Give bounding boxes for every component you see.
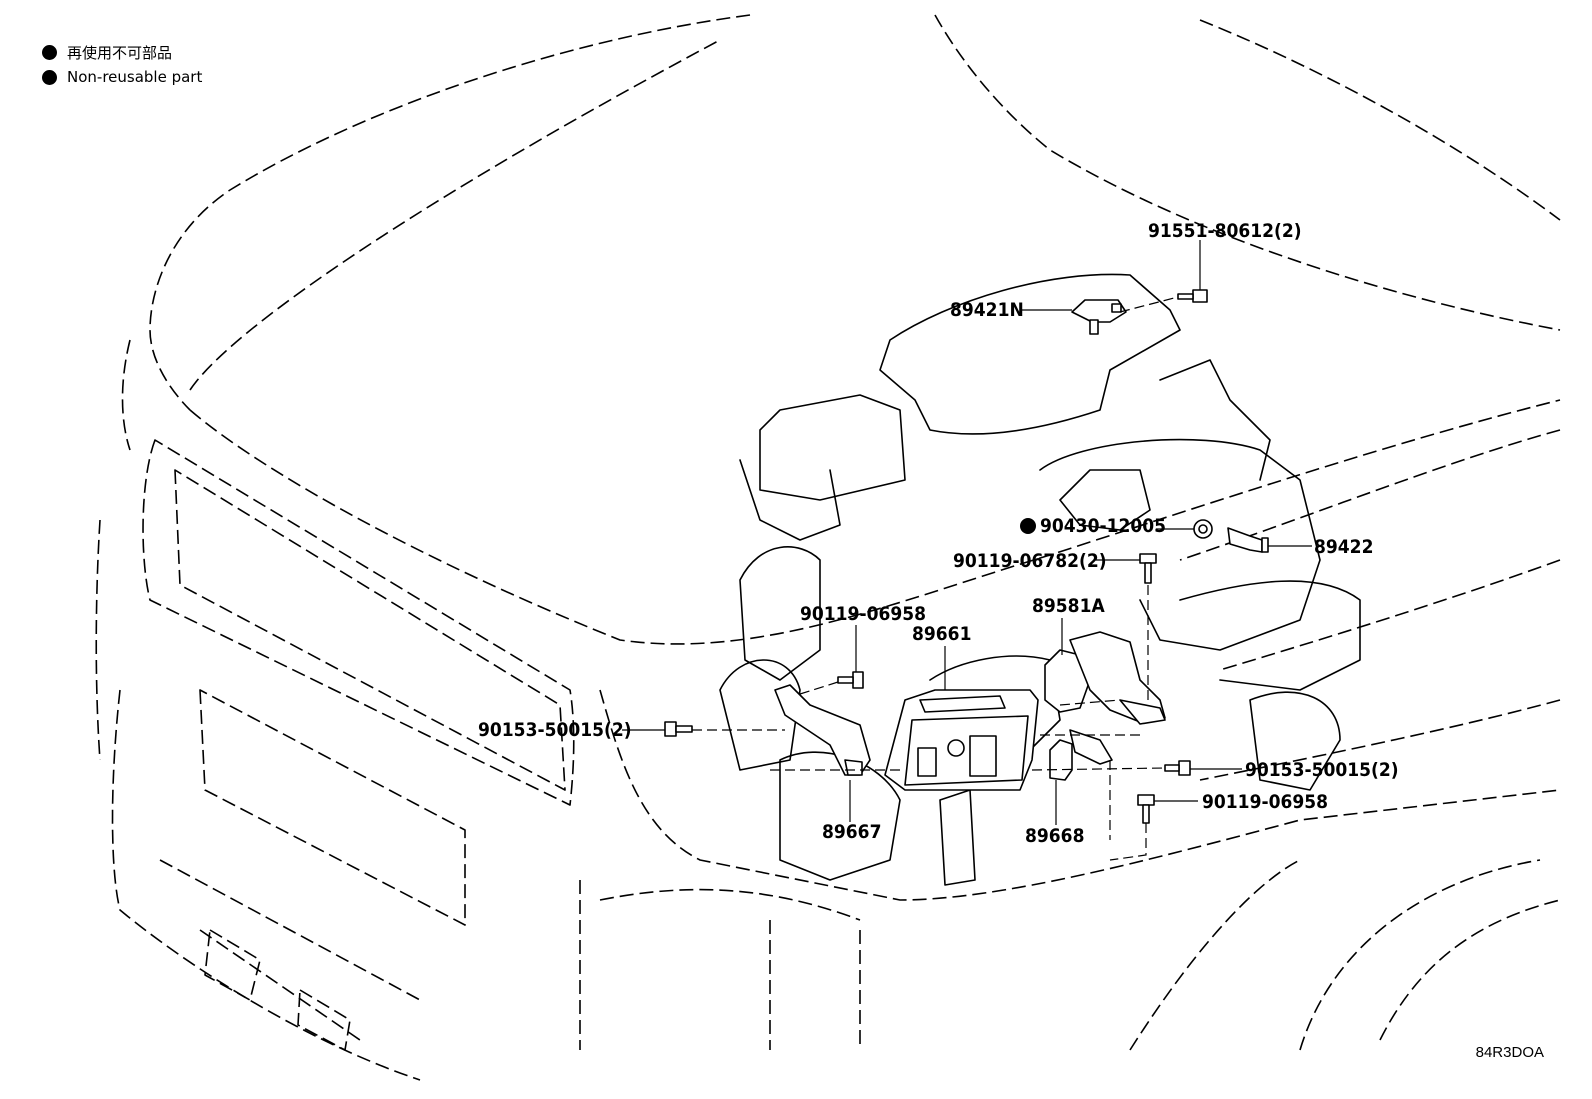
part-89661-ecu-icon (884, 689, 1039, 791)
label-90430-12005: 90430-12005 (1040, 515, 1166, 537)
part-89581a-icon (1044, 631, 1166, 725)
non-reusable-marker-icon (1020, 518, 1036, 534)
vehicle-body-outline (95, 14, 1561, 1081)
bolt-91551-icon (1177, 289, 1208, 303)
label-89422: 89422 (1314, 536, 1373, 558)
label-91551-80612: 91551-80612(2) (1148, 220, 1302, 242)
bolt-90119-06782-icon (1139, 553, 1157, 584)
part-89667-bracket-icon (774, 684, 871, 776)
label-89661: 89661 (912, 623, 971, 645)
bolt-90153-right-icon (1164, 760, 1191, 776)
label-90119-06782: 90119-06782(2) (953, 550, 1107, 572)
bolt-90153-left-icon (664, 721, 693, 737)
non-reusable-marker-icon (42, 69, 57, 85)
legend-label-jp: 再使用不可部品 (67, 44, 173, 62)
leader-lines (622, 240, 1312, 825)
part-labels: 91551-80612(2) 89421N 90430-12005 89422 … (478, 220, 1399, 847)
assembly-lines (692, 296, 1179, 861)
label-89667: 89667 (822, 821, 881, 843)
label-90153-50015-left: 90153-50015(2) (478, 719, 632, 741)
label-90119-06958-lower: 90119-06958 (1202, 791, 1328, 813)
label-89421n: 89421N (950, 299, 1024, 321)
legend-item-jp: 再使用不可部品 (42, 42, 172, 63)
illustration-code: 84R3DOA (1475, 1044, 1544, 1061)
washer-90430-icon (1193, 519, 1213, 539)
part-89668-bracket-icon (1049, 729, 1113, 781)
legend-label-en: Non-reusable part (67, 68, 203, 86)
label-89581a: 89581A (1032, 595, 1105, 617)
part-89422-icon (1227, 527, 1269, 553)
non-reusable-marker-icon (42, 45, 57, 60)
label-89668: 89668 (1025, 825, 1084, 847)
bolt-90119-06958-upper-icon (837, 671, 864, 689)
label-90119-06958-upper: 90119-06958 (800, 603, 926, 625)
engine-outline (719, 273, 1361, 886)
label-90153-50015-right: 90153-50015(2) (1245, 759, 1399, 781)
legend-item-en: Non-reusable part (42, 68, 202, 86)
part-89421n-icon (1071, 299, 1127, 335)
bolt-90119-06958-lower-icon (1137, 794, 1155, 824)
